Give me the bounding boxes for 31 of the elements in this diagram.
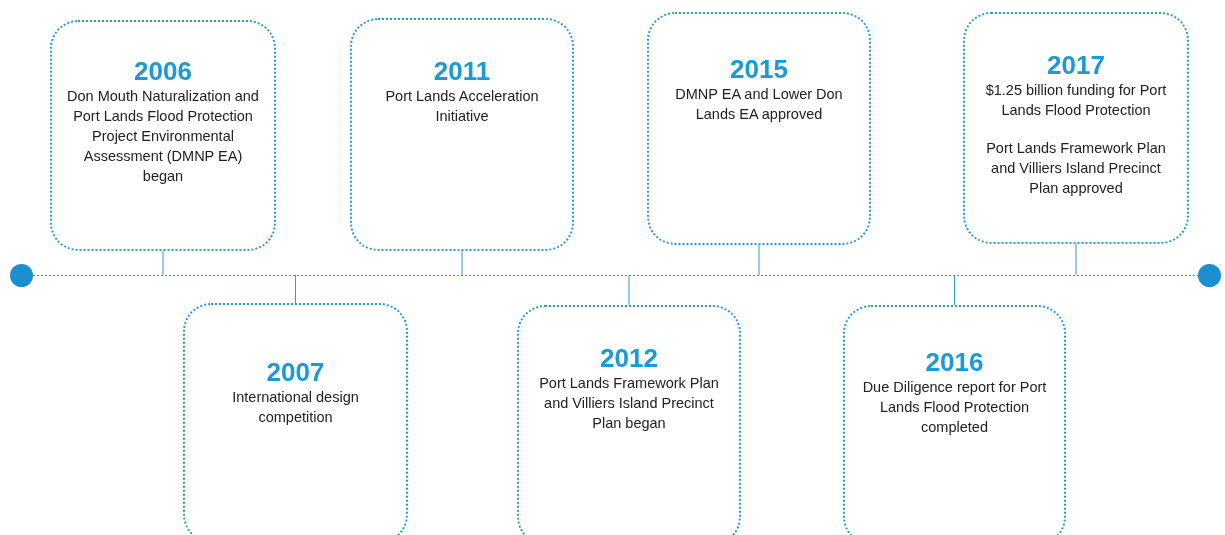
milestone-text: $1.25 billion funding for Port Lands Flood Protection [984,81,1168,120]
timeline-end-dot [10,264,33,287]
milestone-text: Due Diligence report for Port Lands Flood Protection completed [861,378,1048,437]
milestone-text: International design competition [231,388,360,427]
milestone-text: DMNP EA and Lower Don Lands EA approved [674,85,844,124]
year-heading: 2012 [599,343,659,373]
milestone-card [843,305,1066,535]
milestone-card [647,12,871,245]
milestone-text: Don Mouth Naturalization and Port Lands Flood Protection Project Environmental Assessment (DMNP EA) began [66,87,260,186]
milestone-card [350,18,574,251]
year-heading: 2016 [924,347,985,377]
milestone-card [517,305,741,535]
milestone-text: Port Lands Framework Plan and Villiers Island Precinct Plan began [538,374,720,433]
year-heading: 2015 [729,54,789,84]
milestone-card [183,303,408,535]
connector-line [628,274,630,306]
milestone-card [963,12,1189,244]
year-heading: 2007 [265,357,326,387]
connector-line [758,244,760,276]
timeline-end-dot [1198,264,1221,287]
milestone-text: Port Lands Framework Plan and Villiers Island Precinct Plan approved [985,139,1167,198]
connector-line [461,250,463,276]
connector-line [1075,243,1077,276]
year-heading: 2017 [1046,50,1106,80]
connector-line [954,274,955,306]
year-heading: 2011 [432,56,492,86]
year-heading: 2006 [133,56,193,86]
milestone-text: Port Lands Acceleration Initiative [384,87,540,126]
connector-line [295,274,296,304]
connector-line [162,250,164,276]
milestone-card [50,20,276,251]
